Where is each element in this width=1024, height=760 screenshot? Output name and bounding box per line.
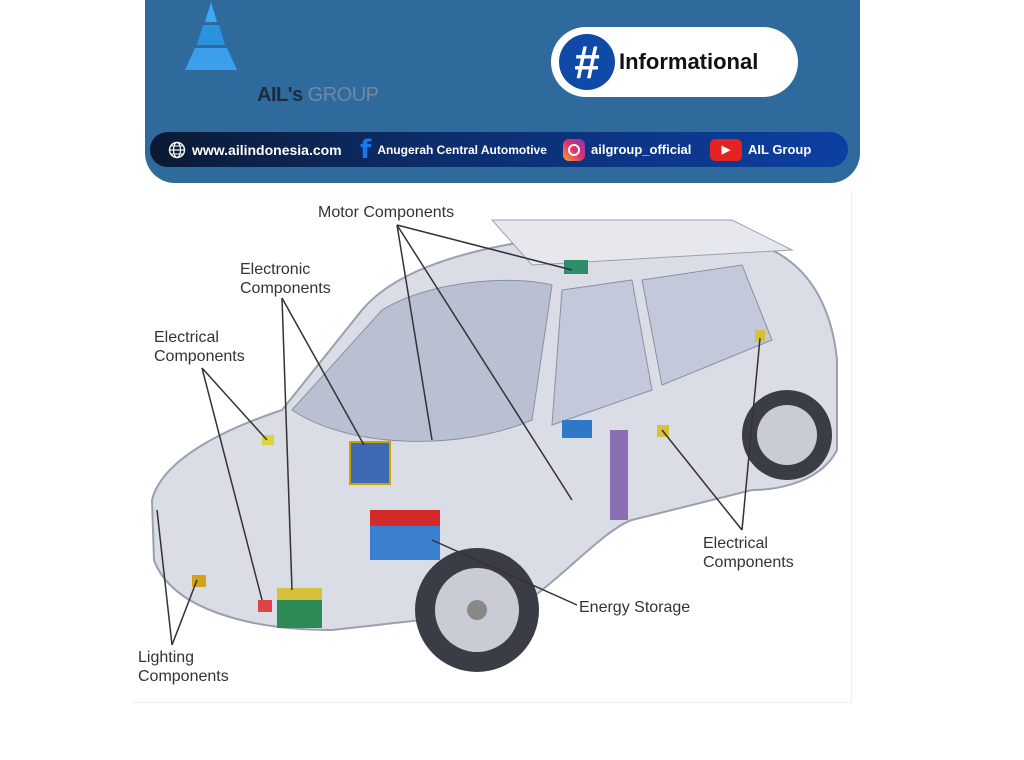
header-banner: AIL's GROUP # Informational www.ailindon… <box>145 0 860 183</box>
instagram-icon <box>563 138 585 161</box>
facebook-link[interactable]: f Anugerah Central Automotive <box>360 134 547 165</box>
informational-badge: # Informational <box>551 27 798 97</box>
ail-logo-icon <box>185 2 237 70</box>
globe-icon <box>168 141 186 158</box>
youtube-link[interactable]: ▶ AIL Group <box>710 132 811 167</box>
website-link[interactable]: www.ailindonesia.com <box>168 132 342 167</box>
car-illustration <box>150 219 838 672</box>
badge-label: Informational <box>619 49 759 74</box>
instagram-link[interactable]: ailgroup_official <box>563 132 691 167</box>
youtube-icon: ▶ <box>710 138 742 161</box>
social-bar: www.ailindonesia.com f Anugerah Central … <box>150 132 848 167</box>
label-energy-storage: Energy Storage <box>579 599 691 616</box>
facebook-icon: f <box>360 134 372 165</box>
label-motor-components: Motor Components <box>318 204 455 221</box>
hash-icon: # <box>559 34 615 90</box>
logo-text: AIL's GROUP <box>257 84 379 106</box>
